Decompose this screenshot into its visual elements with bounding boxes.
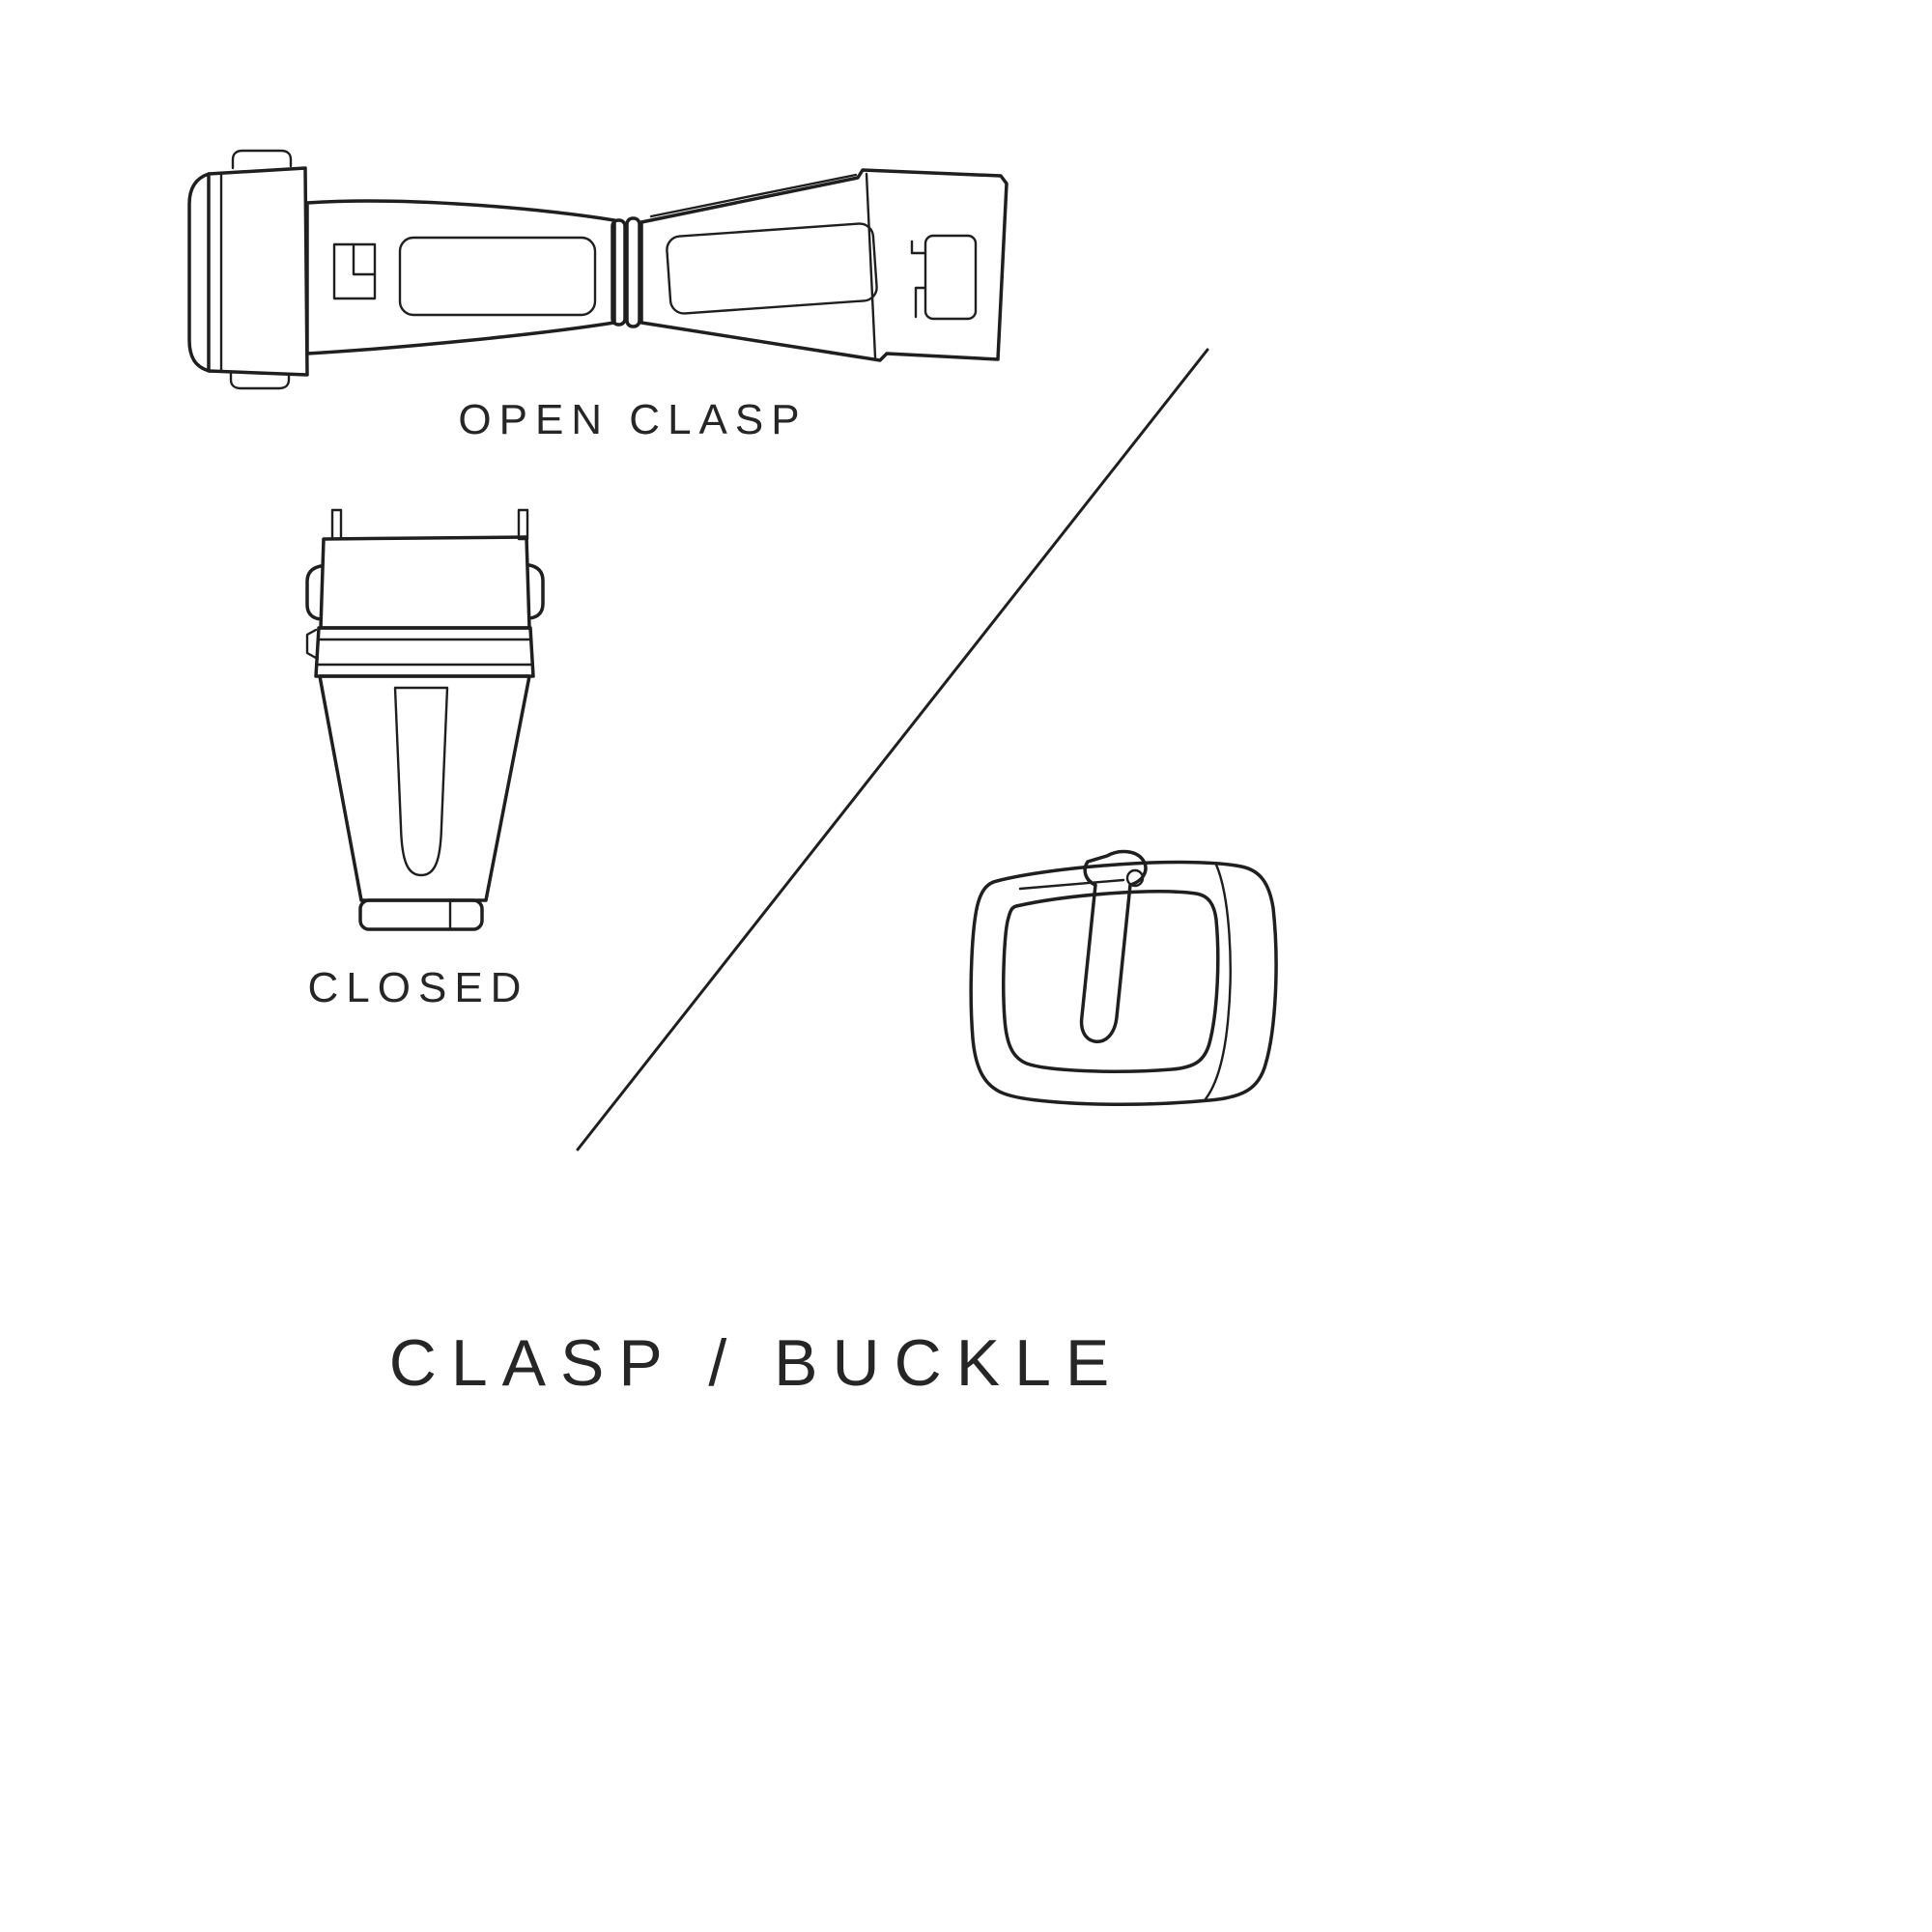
tang-buckle-illustration (969, 849, 1278, 1106)
closed-label: CLOSED (307, 964, 529, 1011)
diagonal-divider (576, 348, 1209, 1151)
open-clasp-illustration (187, 149, 1009, 390)
page-title: CLASP / BUCKLE (388, 1326, 1124, 1400)
closed-clasp-illustration (305, 508, 545, 931)
open-clasp-label: OPEN CLASP (458, 396, 808, 443)
